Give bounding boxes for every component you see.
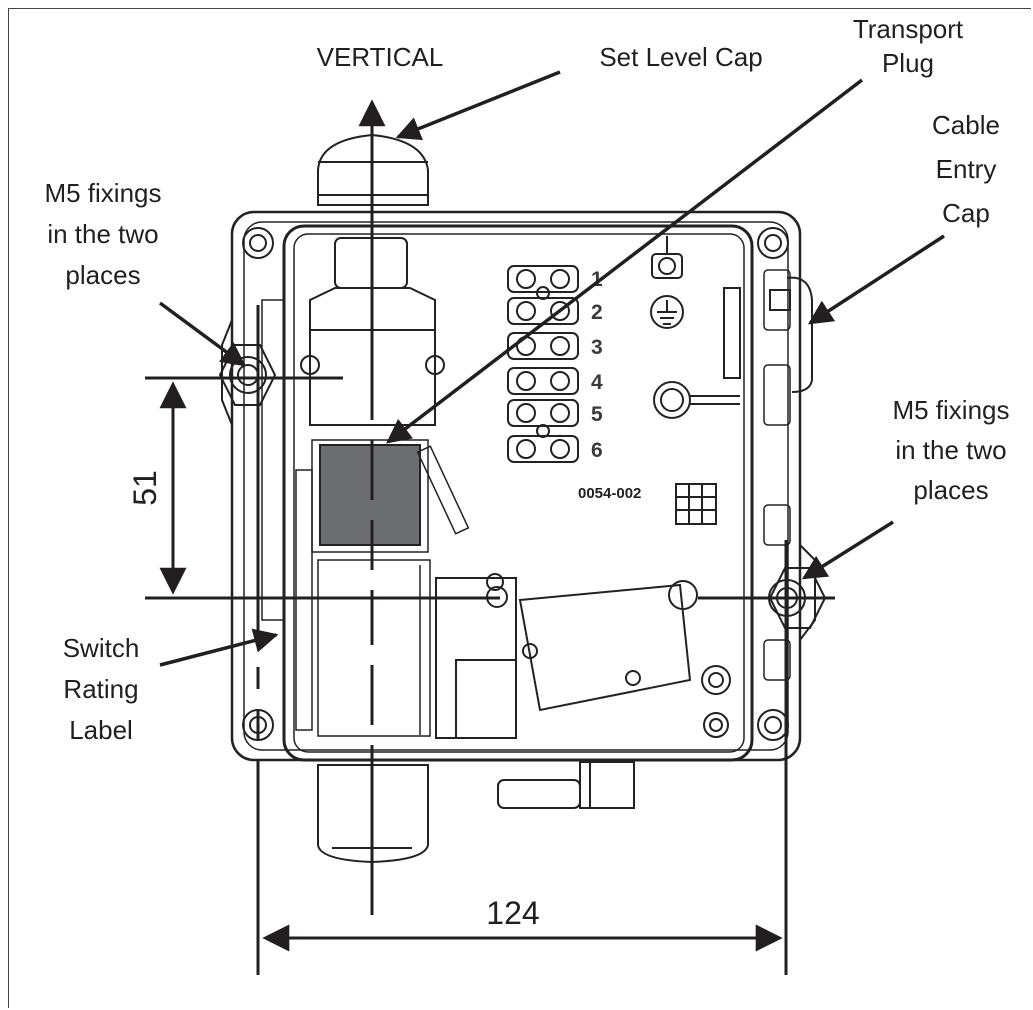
callout-labels: VERTICAL Set Level Cap Transport Plug Ca… <box>44 14 1009 931</box>
switch-rating-label-line1: Switch <box>63 633 140 663</box>
switch-rating-label-line2: Rating <box>63 674 138 704</box>
switch-assembly <box>435 573 698 739</box>
dimension-51: 51 <box>127 470 163 506</box>
part-code-text: 0054-002 <box>578 485 641 502</box>
dimension-124: 124 <box>486 895 539 931</box>
set-level-cap-label: Set Level Cap <box>599 42 762 72</box>
terminal-6: 6 <box>591 439 603 462</box>
earth-terminal <box>650 236 741 419</box>
enclosure-body <box>221 210 816 762</box>
cable-entry-cap-label-line1: Cable <box>932 110 1000 140</box>
bottom-gland <box>317 761 635 864</box>
part-code: 0054-002 <box>578 483 717 525</box>
leader-arrows <box>158 70 945 667</box>
terminal-numbers: 1 2 3 4 5 6 <box>591 268 603 462</box>
terminal-2: 2 <box>591 301 603 324</box>
terminal-block <box>507 265 579 463</box>
transport-plug-label-line1: Transport <box>853 14 964 44</box>
m5-right-label-line2: in the two <box>895 435 1006 465</box>
m5-left-label-line1: M5 fixings <box>44 178 161 208</box>
diagram-frame <box>8 8 1031 1008</box>
cable-entry-cap-label-line2: Entry <box>936 154 997 184</box>
switch-rating-label-line3: Label <box>69 715 133 745</box>
transport-plug <box>295 439 470 737</box>
m5-left-label-line2: in the two <box>47 219 158 249</box>
cable-entry-cap <box>769 276 813 393</box>
dimension-lines <box>145 99 835 975</box>
transport-plug-label-line2: Plug <box>882 48 934 78</box>
cable-entry-cap-label-line3: Cap <box>942 198 990 228</box>
m5-right-label-line1: M5 fixings <box>892 395 1009 425</box>
m5-right-label-line3: places <box>913 475 988 505</box>
terminal-5: 5 <box>591 403 603 426</box>
m5-left-label-line3: places <box>65 260 140 290</box>
corner-screws <box>242 227 789 741</box>
terminal-4: 4 <box>591 371 603 394</box>
terminal-3: 3 <box>591 336 603 359</box>
vertical-label: VERTICAL <box>317 42 444 72</box>
